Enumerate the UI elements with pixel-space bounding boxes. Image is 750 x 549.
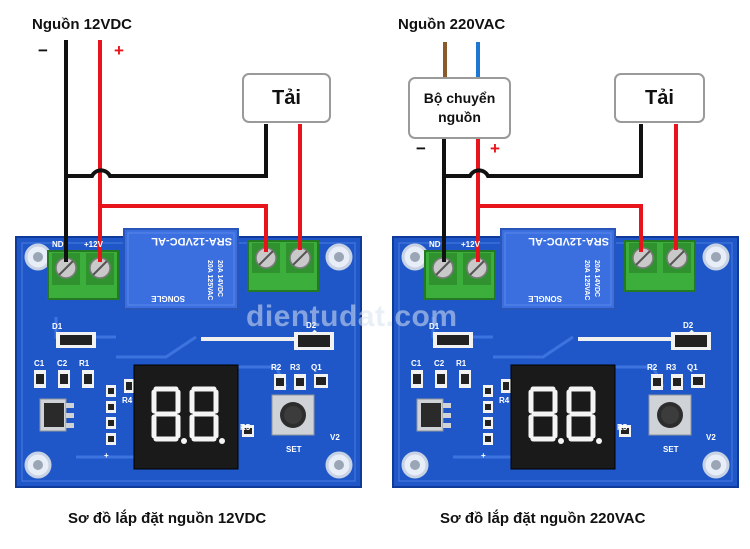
right-load-box: Tải [614,73,705,123]
left-source-title: Nguồn 12VDC [32,16,133,33]
right-source-title: Nguồn 220VAC [398,16,506,33]
right-minus-sign: − [416,139,426,158]
converter-line-2: nguồn [438,109,481,125]
right-load-label: Tải [645,86,674,109]
converter-line-1: Bộ chuyển [423,90,496,106]
left-plus-sign: + [114,41,124,60]
right-plus-sign: + [490,139,500,158]
left-load-box: Tải [242,73,331,123]
left-load-label: Tải [272,86,301,109]
converter-box: Bộ chuyển nguồn [408,77,511,139]
left-minus-sign: − [38,41,48,60]
left-caption: Sơ đồ lắp đặt nguồn 12VDC [68,510,267,527]
right-caption: Sơ đồ lắp đặt nguồn 220VAC [440,510,646,527]
watermark: dientudat.com [246,300,458,333]
